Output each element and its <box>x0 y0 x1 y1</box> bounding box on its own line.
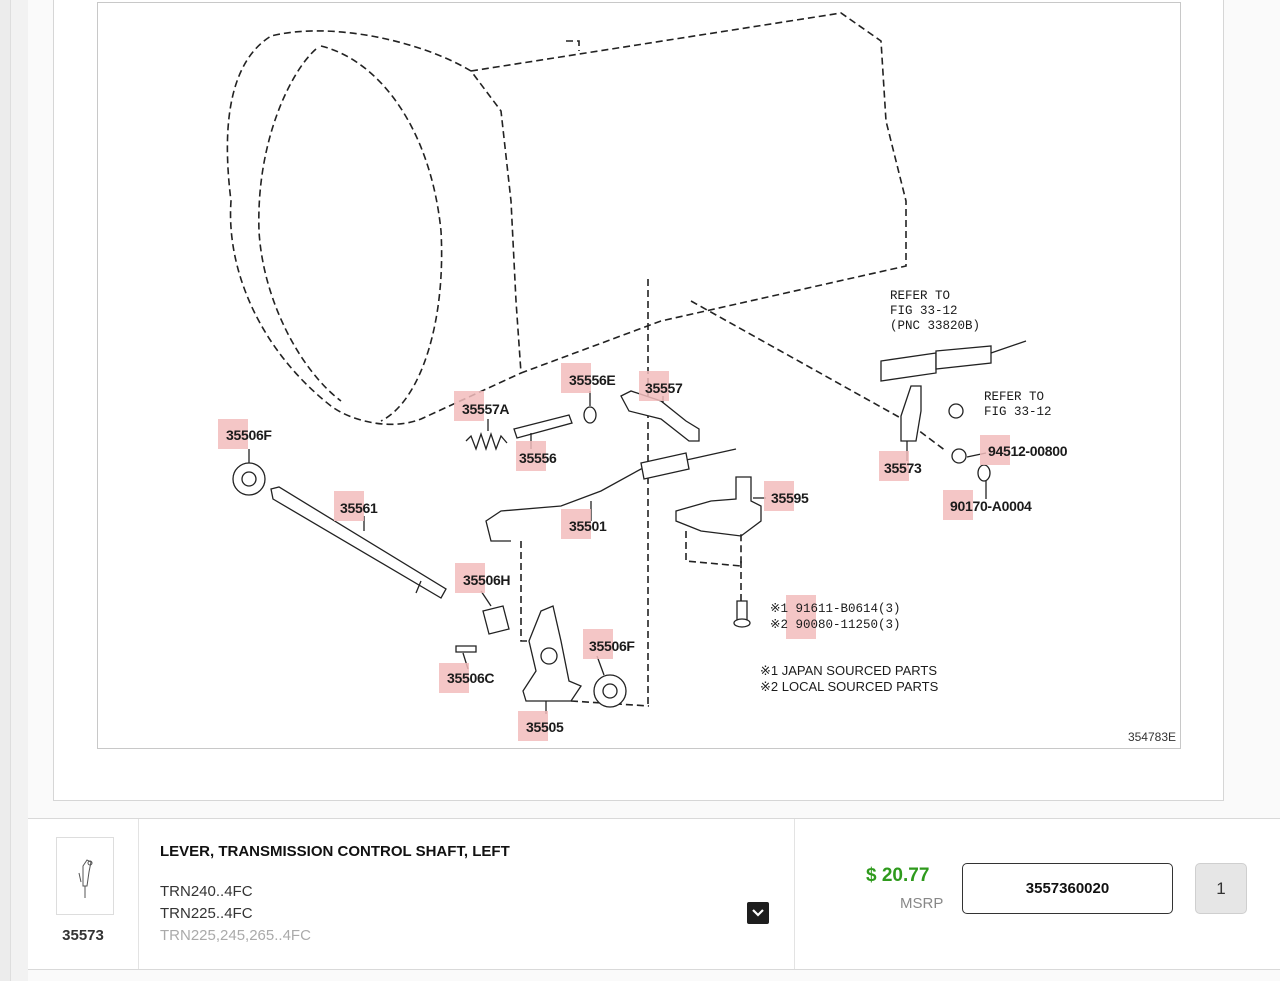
callout-35573[interactable]: 35573 <box>884 460 922 476</box>
part-thumbnail[interactable] <box>56 837 114 915</box>
callout-highlight <box>980 435 1010 465</box>
callout-35506C[interactable]: 35506C <box>447 670 495 686</box>
legend-local-note: ※2 LOCAL SOURCED PARTS <box>760 679 939 694</box>
callout-35506F[interactable]: 35506F <box>589 638 635 654</box>
parts-diagram[interactable]: 35506F 35557A 35556E 35557 35556 35561 3… <box>97 2 1181 749</box>
expand-models-button[interactable] <box>747 902 769 924</box>
callout-94512-00800[interactable]: 94512-00800 <box>988 443 1068 459</box>
callout-highlight <box>561 363 591 393</box>
quantity-button[interactable]: 1 <box>1195 863 1247 914</box>
callout-highlight <box>879 451 909 481</box>
refer-cable-note: REFER TO FIG 33-12 (PNC 33820B) <box>890 289 981 333</box>
callout-35595[interactable]: 35595 <box>771 490 809 506</box>
refer-nut-note: REFER TO FIG 33-12 <box>984 390 1052 419</box>
callout-35556[interactable]: 35556 <box>519 450 557 466</box>
bolt-japan-note[interactable]: ※1 91611-B0614(3) <box>770 602 901 616</box>
callout-highlight <box>454 391 484 421</box>
callout-highlight <box>334 491 364 521</box>
model-line: TRN225..4FC <box>160 905 253 922</box>
callout-highlight <box>639 371 669 401</box>
part-row[interactable]: 35573 LEVER, TRANSMISSION CONTROL SHAFT,… <box>28 818 1280 970</box>
part-info: LEVER, TRANSMISSION CONTROL SHAFT, LEFT … <box>138 819 795 969</box>
callout-35501[interactable]: 35501 <box>569 518 607 534</box>
callout-35556E[interactable]: 35556E <box>569 372 616 388</box>
callout-35506H[interactable]: 35506H <box>463 572 511 588</box>
callout-35505[interactable]: 35505 <box>526 719 564 735</box>
chevron-down-icon <box>752 909 764 917</box>
diagram-drawing <box>226 12 1027 714</box>
msrp-label: MSRP <box>900 895 944 912</box>
callout-90170-A0004[interactable]: 90170-A0004 <box>950 498 1032 514</box>
callout-35506F[interactable]: 35506F <box>226 427 272 443</box>
part-title[interactable]: LEVER, TRANSMISSION CONTROL SHAFT, LEFT <box>160 843 510 860</box>
callout-35561[interactable]: 35561 <box>340 500 378 516</box>
callout-highlight <box>561 509 591 539</box>
callout-35557[interactable]: 35557 <box>645 380 683 396</box>
callout-highlight <box>455 563 485 593</box>
price-value: $ 20.77 <box>866 865 930 886</box>
model-line: TRN240..4FC <box>160 883 253 900</box>
callout-highlight <box>518 711 548 741</box>
callout-highlight <box>439 663 469 693</box>
left-rail <box>0 0 11 981</box>
callout-highlight <box>943 490 973 520</box>
callout-35557A[interactable]: 35557A <box>462 401 510 417</box>
diagram-figure-id: 354783E <box>1127 730 1176 744</box>
model-line: TRN225,245,265..4FC <box>160 927 311 944</box>
callout-highlight <box>583 629 613 659</box>
callout-highlight <box>218 419 248 449</box>
part-number-field[interactable]: 3557360020 <box>962 863 1173 914</box>
lever-thumbnail-icon <box>78 859 93 898</box>
callout-highlight <box>786 595 816 639</box>
thumbnail-column: 35573 <box>28 819 139 969</box>
legend-japan-note: ※1 JAPAN SOURCED PARTS <box>760 663 938 678</box>
callout-highlight <box>764 481 794 511</box>
callout-highlight <box>516 441 546 471</box>
bolt-local-note[interactable]: ※2 90080-11250(3) <box>770 618 901 632</box>
pnc-label: 35573 <box>62 927 104 944</box>
